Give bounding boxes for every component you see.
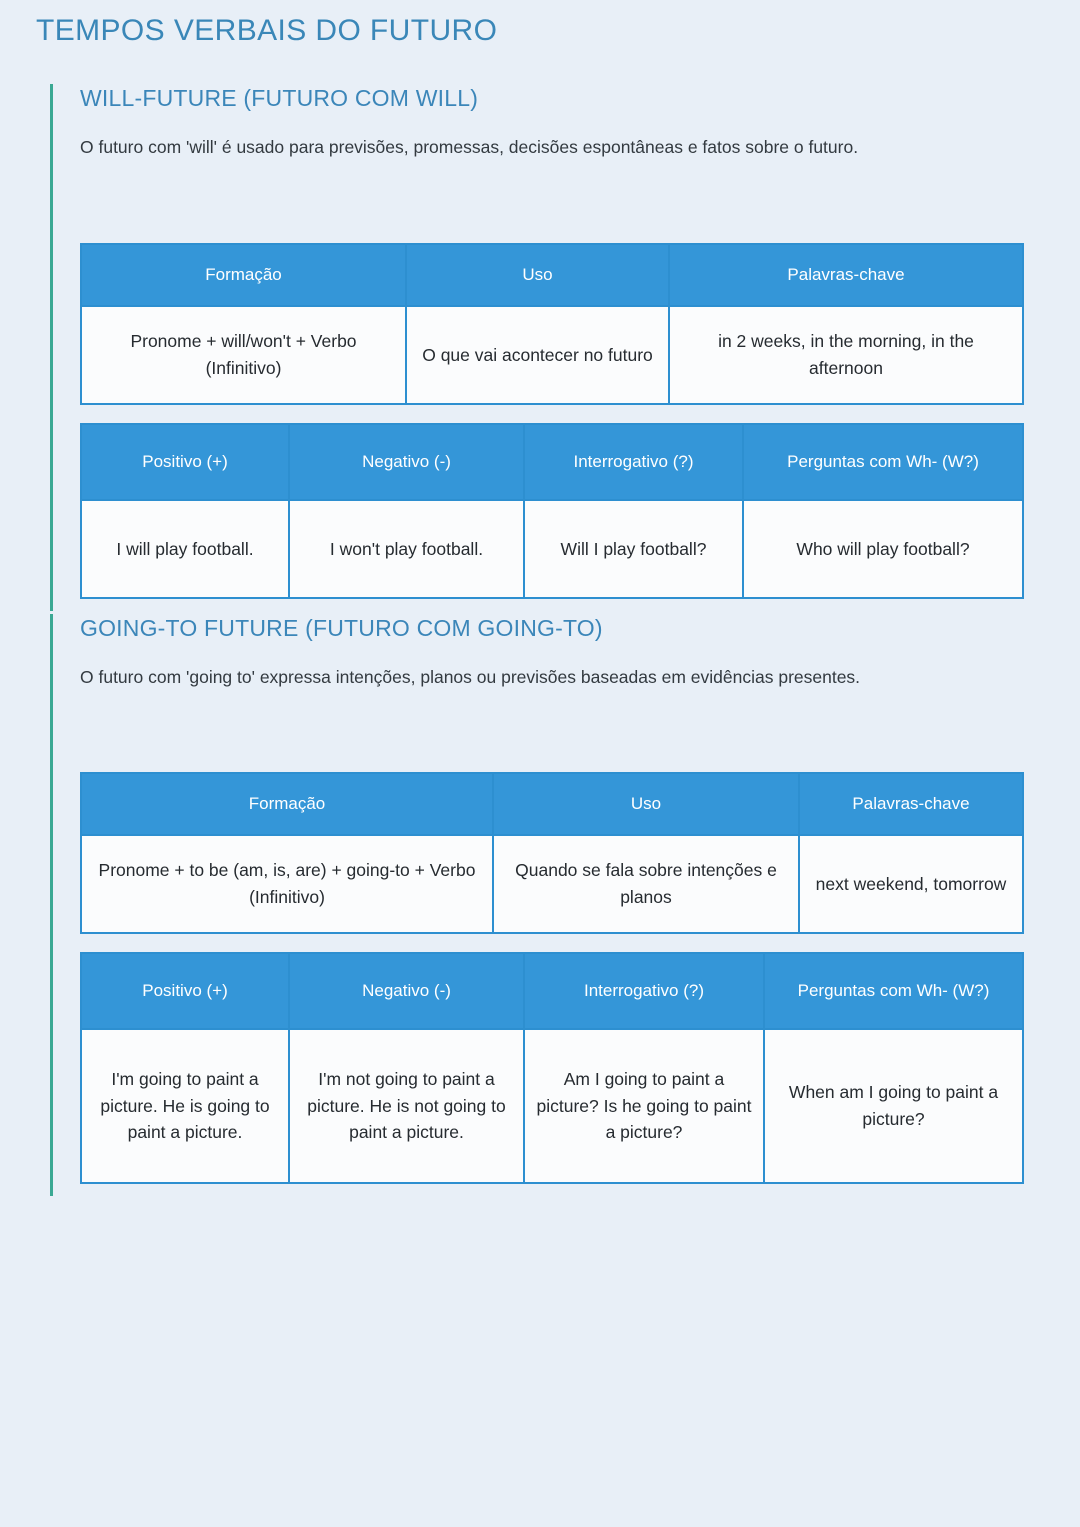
column-header-palavras-chave: Palavras-chave [800, 774, 1022, 836]
page-title: TEMPOS VERBAIS DO FUTURO [36, 14, 498, 47]
section-description-going-to-future: O futuro com 'going to' expressa intençõ… [80, 666, 861, 687]
table-row: Pronome + will/won't + Verbo (Infinitivo… [82, 307, 1022, 403]
table-going-to-formation: Formação Uso Palavras-chave Pronome + to… [80, 772, 1024, 934]
table-header-row: Formação Uso Palavras-chave [82, 774, 1022, 836]
table-row: Pronome + to be (am, is, are) + going-to… [82, 836, 1022, 932]
table-will-formation-wrapper: Formação Uso Palavras-chave Pronome + wi… [80, 243, 1024, 405]
table-going-to-formation-wrapper: Formação Uso Palavras-chave Pronome + to… [80, 772, 1024, 934]
column-header-interrogativo: Interrogativo (?) [525, 954, 765, 1030]
cell-positivo: I will play football. [82, 501, 290, 597]
section-going-to-future: GOING-TO FUTURE (FUTURO COM GOING-TO) O … [50, 614, 1030, 1196]
cell-uso: Quando se fala sobre intenções e planos [494, 836, 800, 932]
column-header-formacao: Formação [82, 774, 494, 836]
column-header-uso: Uso [407, 245, 670, 307]
cell-negativo: I'm not going to paint a picture. He is … [290, 1030, 525, 1182]
table-header-row: Positivo (+) Negativo (-) Interrogativo … [82, 425, 1022, 501]
table-header-row: Positivo (+) Negativo (-) Interrogativo … [82, 954, 1022, 1030]
cell-perguntas-wh: Who will play football? [744, 501, 1022, 597]
cell-positivo: I'm going to paint a picture. He is goin… [82, 1030, 290, 1182]
cell-interrogativo: Will I play football? [525, 501, 744, 597]
table-header-row: Formação Uso Palavras-chave [82, 245, 1022, 307]
cell-formacao: Pronome + will/won't + Verbo (Infinitivo… [82, 307, 407, 403]
section-will-future: WILL-FUTURE (FUTURO COM WILL) O futuro c… [50, 84, 1030, 611]
column-header-positivo: Positivo (+) [82, 954, 290, 1030]
cell-palavras-chave: next weekend, tomorrow [800, 836, 1022, 932]
column-header-palavras-chave: Palavras-chave [670, 245, 1022, 307]
table-will-formation: Formação Uso Palavras-chave Pronome + wi… [80, 243, 1024, 405]
section-heading-will-future: WILL-FUTURE (FUTURO COM WILL) [80, 85, 479, 111]
column-header-negativo: Negativo (-) [290, 954, 525, 1030]
cell-perguntas-wh: When am I going to paint a picture? [765, 1030, 1022, 1182]
cell-negativo: I won't play football. [290, 501, 525, 597]
cell-uso: O que vai acontecer no futuro [407, 307, 670, 403]
table-going-to-forms-wrapper: Positivo (+) Negativo (-) Interrogativo … [80, 952, 1024, 1184]
column-header-negativo: Negativo (-) [290, 425, 525, 501]
table-going-to-forms: Positivo (+) Negativo (-) Interrogativo … [80, 952, 1024, 1184]
cell-formacao: Pronome + to be (am, is, are) + going-to… [82, 836, 494, 932]
column-header-perguntas-wh: Perguntas com Wh- (W?) [744, 425, 1022, 501]
cell-interrogativo: Am I going to paint a picture? Is he goi… [525, 1030, 765, 1182]
table-row: I will play football. I won't play footb… [82, 501, 1022, 597]
column-header-perguntas-wh: Perguntas com Wh- (W?) [765, 954, 1022, 1030]
column-header-positivo: Positivo (+) [82, 425, 290, 501]
column-header-formacao: Formação [82, 245, 407, 307]
section-heading-going-to-future: GOING-TO FUTURE (FUTURO COM GOING-TO) [80, 615, 603, 641]
column-header-interrogativo: Interrogativo (?) [525, 425, 744, 501]
cell-palavras-chave: in 2 weeks, in the morning, in the after… [670, 307, 1022, 403]
table-row: I'm going to paint a picture. He is goin… [82, 1030, 1022, 1182]
table-will-forms-wrapper: Positivo (+) Negativo (-) Interrogativo … [80, 423, 1024, 599]
table-will-forms: Positivo (+) Negativo (-) Interrogativo … [80, 423, 1024, 599]
section-description-will-future: O futuro com 'will' é usado para previsõ… [80, 136, 859, 157]
column-header-uso: Uso [494, 774, 800, 836]
